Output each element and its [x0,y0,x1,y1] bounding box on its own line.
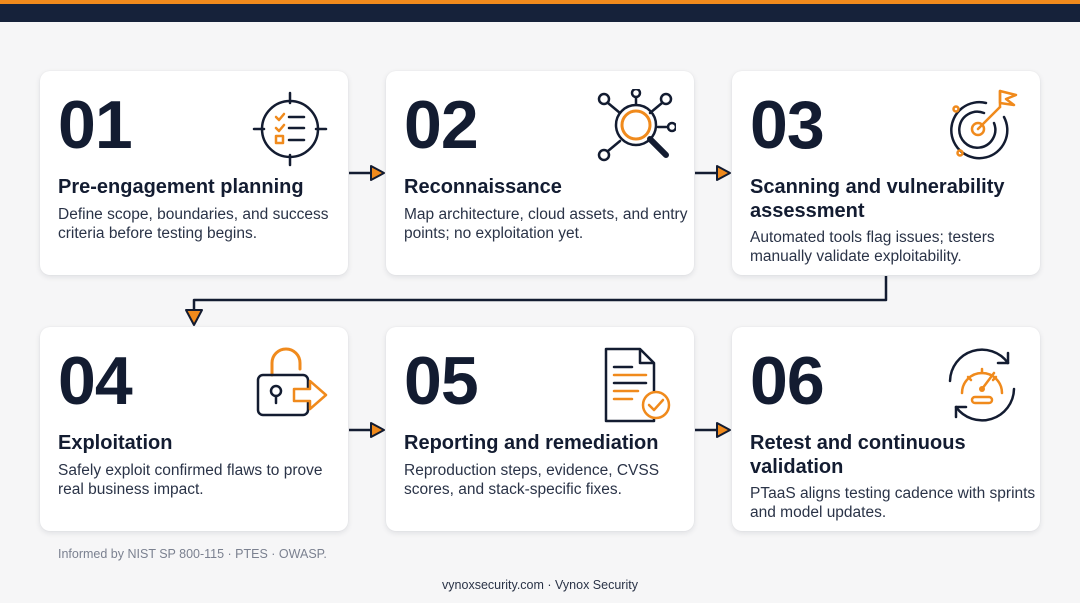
step-number: 06 [750,343,825,419]
step-card-02: 02 Reconnaissance Map architecture, clou… [386,71,694,275]
radar-flag-icon [950,89,1018,160]
sources-footnote: Informed by NIST SP 800-115 · PTES · OWA… [58,547,327,561]
step-description: Define scope, boundaries, and success cr… [58,206,329,242]
step-title: Retest and continuous validation [750,432,966,478]
step-card-06: 06 Retest and continuous validation PTaa… [732,327,1040,531]
step-number: 04 [58,343,133,419]
footer-credit: vynoxsecurity.com · Vynox Security [442,578,638,592]
step-card-01: 01 Pre-engagement planning Define scope,… [40,71,348,275]
unlocked-padlock-icon [256,347,328,417]
step-title: Pre-engagement planning [58,176,304,198]
gauge-refresh-icon [948,348,1016,422]
arrow-right-icon [349,422,385,438]
target-checklist-icon [252,91,328,167]
report-check-icon [604,347,671,423]
step-title: Scanning and vulnerability assessment [750,176,1005,222]
step-description: Map architecture, cloud assets, and entr… [404,206,688,242]
row-connector-arrow [185,276,888,326]
step-description: Safely exploit confirmed flaws to prove … [58,462,323,498]
step-title: Reconnaissance [404,176,562,198]
magnifier-network-icon [597,89,676,162]
step-description: Reproduction steps, evidence, CVSS score… [404,462,660,498]
step-number: 02 [404,87,479,163]
step-number: 01 [58,87,133,163]
step-card-04: 04 Exploitation Safely exploit confirmed… [40,327,348,531]
arrow-right-icon [695,165,731,181]
step-description: Automated tools flag issues; testers man… [750,229,995,265]
top-bar [0,0,1080,22]
arrow-right-icon [695,422,731,438]
step-number: 05 [404,343,479,419]
arrow-right-icon [349,165,385,181]
step-number: 03 [750,87,825,163]
step-title: Exploitation [58,432,173,454]
step-title: Reporting and remediation [404,432,659,454]
step-card-05: 05 Reporting and remediation Reproductio… [386,327,694,531]
top-accent-stripe [0,0,1080,4]
step-description: PTaaS aligns testing cadence with sprint… [750,485,1036,521]
step-card-03: 03 Scanning and vulnerability assessment… [732,71,1040,275]
